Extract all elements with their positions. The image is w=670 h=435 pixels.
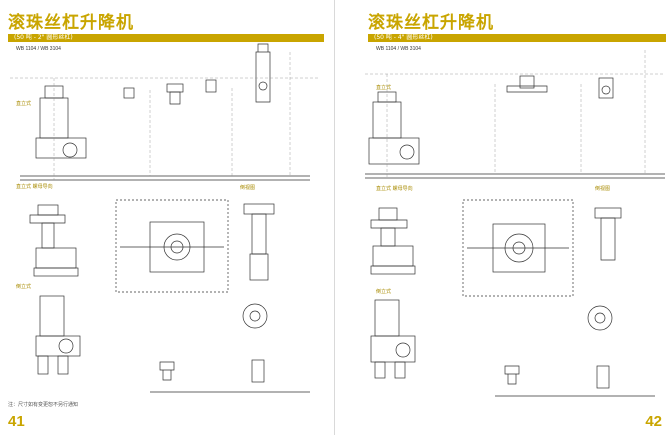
model-label: WB 1104 / WB 3104: [16, 46, 61, 52]
technical-drawing: [10, 43, 320, 393]
page-title: 滚珠丝杠升降机: [368, 13, 494, 33]
section-bottom-view: 倒视图: [595, 186, 611, 192]
footnote: 注：尺寸如有变更恕不另行通知: [8, 402, 79, 408]
spec-band-label: (50 吨 - 2" 圆形丝杠): [14, 34, 73, 41]
jack-cap: [44, 85, 64, 99]
section-inverted: 倒立式: [16, 284, 32, 290]
page-divider: [334, 0, 335, 435]
model-label: WB 1104 / WB 3104: [376, 46, 421, 52]
jack-gearbox: [35, 137, 87, 159]
detail-box: [115, 199, 229, 293]
section-upright-nut: 直立式 螺母导向: [16, 184, 53, 190]
section-inverted: 倒立式: [376, 289, 392, 295]
right-page: 滚珠丝杠升降机 (50 吨 - 4" 圆形丝杠) WB 1104 / WB 31…: [335, 0, 670, 435]
section-upright: 直立式: [16, 101, 32, 107]
technical-drawing: [365, 50, 665, 397]
end-fitting: [123, 87, 135, 99]
section-bottom-view: 倒视图: [240, 185, 256, 191]
page-title: 滚珠丝杠升降机: [8, 13, 134, 33]
page-number: 41: [8, 413, 25, 430]
page-number: 42: [645, 413, 662, 430]
section-upright-nut: 直立式 螺母导向: [376, 186, 413, 192]
jack-input-shaft: [62, 142, 78, 158]
spec-band-label: (50 吨 - 4" 圆形丝杠): [374, 34, 433, 41]
spec-band: (50 吨 - 4" 圆形丝杠): [368, 34, 666, 42]
section-upright: 直立式: [376, 85, 392, 91]
spec-band: (50 吨 - 2" 圆形丝杠): [8, 34, 324, 42]
left-page: 滚珠丝杠升降机 (50 吨 - 2" 圆形丝杠) WB 1104 / WB 31…: [8, 13, 324, 430]
drawn-shaft: [255, 43, 271, 103]
